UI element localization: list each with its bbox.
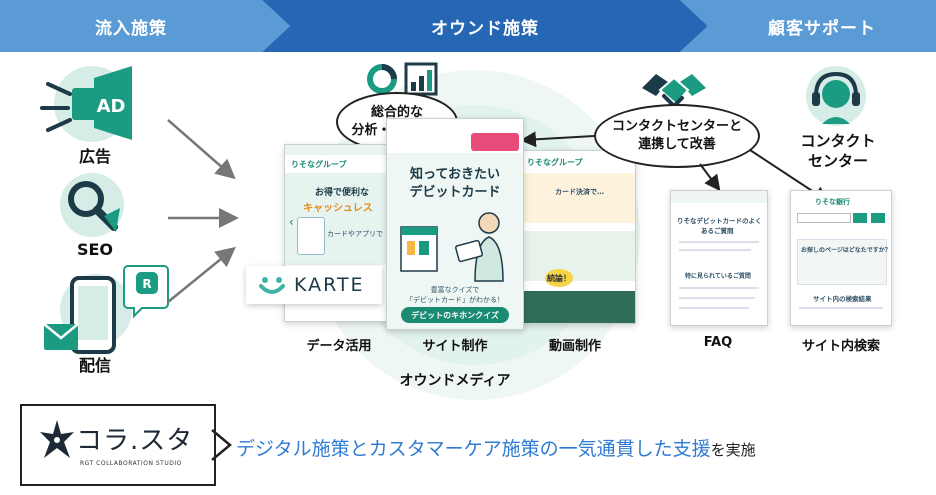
ad-label: 広告: [78, 147, 111, 166]
center-site-screenshot: 知っておきたい デビットカード 豊富なクイズで 「デビットカード」がわかる！ デ…: [386, 118, 524, 330]
site-search-screenshot: りそな銀行 お探しのページはどなたですか？ サイト内の検索結果: [790, 190, 892, 326]
center-phone-title2: デビットカード: [409, 185, 501, 200]
center-phone-quiz-button[interactable]: デビットのキホンクイズ: [401, 307, 509, 323]
faq-phone-section: 特に見られているご質問: [685, 273, 751, 280]
colla-sta-logo-text: コラ.スタ: [76, 426, 194, 456]
search-phone-result: サイト内の検索結果: [813, 295, 872, 303]
ad-icon-text: AD: [96, 96, 126, 117]
faq-screenshot: りそなデビットカードのよく あるご質問 特に見られているご質問: [670, 190, 768, 326]
header-step1-shape: [0, 0, 290, 52]
footer-chevron-icon: [211, 429, 232, 461]
star-burst-icon: [40, 420, 74, 458]
analysis-bubble-line1: 総合的な: [370, 105, 423, 121]
left-phone-sub: カードやアプリで: [327, 230, 383, 238]
colla-sta-logo-box: コラ.スタ RGT COLLABORATION STUDIO: [20, 404, 216, 486]
inflow-arrows: [167, 119, 239, 303]
contact-center-line1: コンタクト: [800, 132, 876, 150]
right-phone-caption: カード決済で…: [555, 188, 604, 196]
center-phone-illustration: [400, 212, 504, 282]
search-phone-input[interactable]: [797, 213, 851, 223]
svg-text:R: R: [142, 277, 151, 291]
delivery-smartphone-icon: R: [43, 265, 169, 354]
video-production-label: 動画制作: [548, 339, 601, 354]
faq-phone-title1: りそなデビットカードのよく: [677, 217, 762, 225]
right-video-screenshot: りそなグループ カード決済で… 続論！: [518, 150, 636, 324]
data-usage-label: データ活用: [306, 339, 372, 354]
header-step3-label: 顧客サポート: [768, 18, 876, 39]
site-production-label: サイト制作: [422, 339, 488, 354]
center-phone-title1: 知っておきたい: [410, 167, 500, 182]
delivery-label: 配信: [78, 356, 111, 375]
header-step3-shape: [680, 0, 936, 52]
right-phone-bank: りそなグループ: [527, 158, 583, 167]
analytics-chart-icon: [367, 62, 438, 96]
left-phone-prev-icon: ‹: [289, 215, 294, 229]
contact-bubble-line1: コンタクトセンターと: [611, 119, 742, 135]
left-phone-headline1: お得で便利な: [315, 188, 370, 198]
left-phone-headline2: キャッシュレス: [303, 203, 373, 214]
search-phone-bank: りそな銀行: [815, 198, 850, 206]
contact-collab-bubble: コンタクトセンターと 連携して改善: [594, 104, 760, 168]
center-phone-cta-icon: [471, 133, 519, 151]
karte-logo-text: KARTE: [294, 274, 365, 296]
right-phone-bubble: 続論！: [545, 269, 573, 287]
header-step2-shape: [262, 0, 708, 52]
search-phone-button[interactable]: [853, 213, 867, 223]
headset-operator-icon: [806, 66, 866, 126]
search-phone-question: お探しのページはどなたですか？: [801, 247, 891, 254]
footer-message-tail: を実施: [710, 441, 756, 459]
header-chevron-bar: [0, 0, 936, 52]
karte-logo-box: KARTE: [246, 266, 382, 304]
colla-sta-logo-sub: RGT COLLABORATION STUDIO: [80, 460, 182, 467]
faq-label: FAQ: [703, 335, 733, 350]
search-phone-menu-icon[interactable]: [871, 213, 885, 223]
contact-center-line2: センター: [807, 151, 868, 170]
footer-message: デジタル施策とカスタマーケア施策の一気通貫した支援を実施: [236, 434, 926, 461]
seo-magnifier-icon: [60, 173, 124, 237]
contact-center-label: コンタクト センター: [790, 132, 886, 171]
ad-megaphone-icon: [40, 66, 132, 142]
site-search-label: サイト内検索: [801, 339, 880, 354]
left-phone-bank: りそなグループ: [291, 160, 347, 169]
karte-smile-icon: [259, 277, 285, 294]
center-phone-text1: 豊富なクイズで: [430, 286, 480, 294]
owned-media-label: オウンドメディア: [399, 373, 511, 389]
center-phone-text2: 「デビットカード」がわかる！: [406, 296, 504, 304]
contact-bubble-line2: 連携して改善: [638, 137, 716, 152]
footer-message-main: デジタル施策とカスタマーケア施策の一気通貫した支援: [236, 438, 711, 460]
seo-label: SEO: [76, 240, 114, 259]
header-step2-label: オウンド施策: [431, 18, 539, 39]
header-step1-label: 流入施策: [95, 18, 167, 39]
faq-phone-title2: あるご質問: [701, 227, 734, 235]
